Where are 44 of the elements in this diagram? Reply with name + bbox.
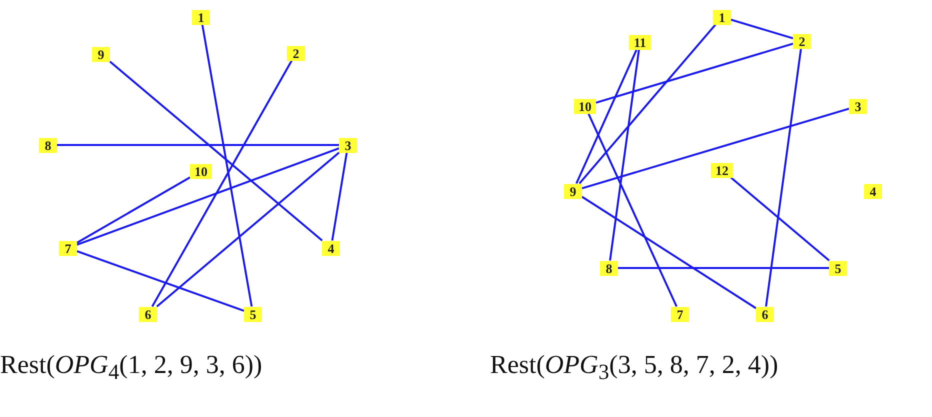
node-label: 11 — [629, 34, 651, 50]
node-label: 4 — [322, 240, 340, 256]
node-label: 6 — [139, 306, 157, 322]
graph-edge — [57, 144, 339, 146]
graph-edge — [618, 267, 829, 269]
node-label: 5 — [829, 260, 847, 276]
node-label: 4 — [864, 184, 882, 198]
node-label: 6 — [756, 306, 774, 322]
node-label: 2 — [287, 46, 305, 60]
node-label: 7 — [671, 306, 689, 322]
graph-edge — [582, 108, 850, 190]
node-label: 3 — [339, 138, 357, 152]
graph-edge — [76, 176, 190, 244]
graph-edge — [765, 48, 802, 307]
graph-edge — [331, 152, 348, 241]
graph-edge — [76, 250, 244, 312]
node-label: 10 — [190, 164, 212, 178]
graph-edge — [730, 176, 830, 262]
node-label: 7 — [59, 240, 77, 256]
node-label: 12 — [711, 162, 733, 178]
node-label: 8 — [600, 260, 618, 276]
graph-edge — [109, 60, 323, 242]
graph-edge — [596, 42, 794, 104]
node-label: 2 — [793, 34, 811, 48]
graph-edge — [575, 49, 638, 184]
graph-edge — [730, 18, 794, 40]
graph-edge — [156, 152, 340, 308]
node-label: 8 — [39, 138, 57, 152]
graph-edge — [581, 196, 757, 310]
node-label: 5 — [244, 306, 262, 322]
node-label: 9 — [564, 184, 582, 198]
graph-edge — [151, 60, 293, 307]
caption: Rest(OPG$_{4}$(1, 2, 9, 3, 6)) — [0, 350, 262, 386]
graph-edge — [76, 147, 340, 246]
graph-edge — [201, 24, 253, 307]
node-label: 9 — [92, 46, 110, 62]
node-label: 3 — [849, 98, 867, 114]
graph-edge — [578, 24, 716, 184]
node-label: 1 — [192, 10, 210, 24]
graph-edge — [609, 49, 640, 261]
caption: Rest(OPG$_{3}$(3, 5, 8, 7, 2, 4)) — [490, 350, 778, 386]
node-label: 1 — [713, 10, 731, 24]
node-label: 10 — [574, 98, 596, 114]
graph-edge — [588, 113, 678, 307]
